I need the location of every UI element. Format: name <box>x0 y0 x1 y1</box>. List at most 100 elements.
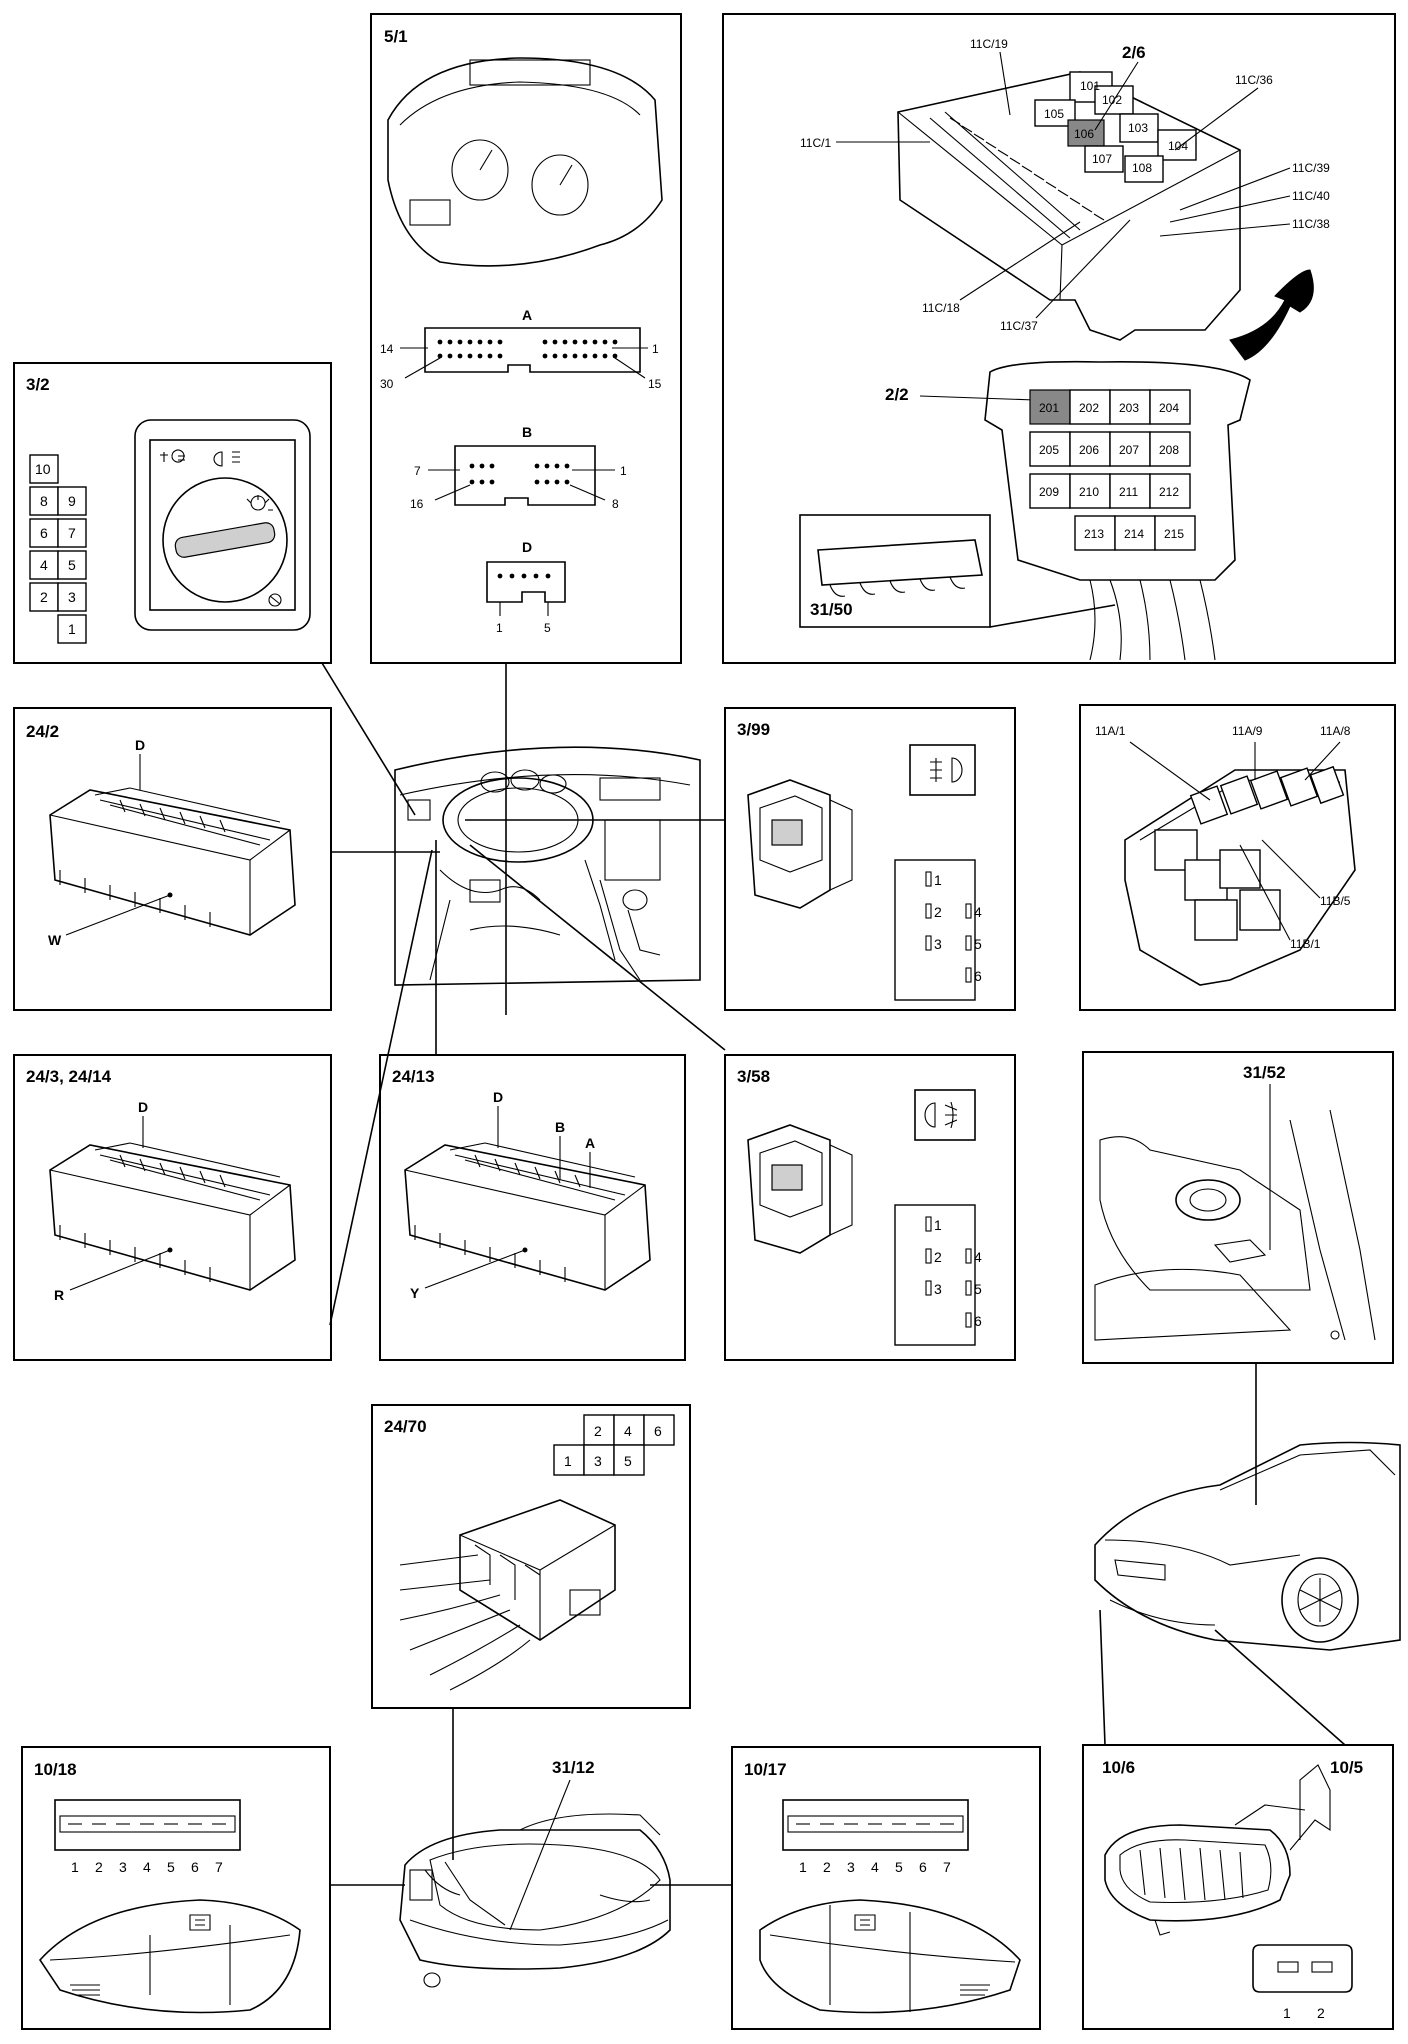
car-rear-illustration: 31/12 <box>399 1758 671 1988</box>
connector-pin-5: 5 <box>624 1453 632 1469</box>
label-b: B <box>555 1119 565 1135</box>
headlight-icon <box>213 451 240 467</box>
switch-3-58-pin-1: 1 <box>934 1217 942 1233</box>
relay-101: 101 <box>1080 79 1100 93</box>
fuse-205: 205 <box>1039 443 1059 457</box>
panel-2-6: 2/6 101 102 103 104 105 106 107 108 11C/… <box>722 13 1396 664</box>
connector-b-pin-16: 16 <box>410 497 424 511</box>
panel-2-6-id: 2/6 <box>1122 43 1146 62</box>
label-11c-1: 11C/1 <box>800 136 831 150</box>
switch-pin-2: 2 <box>40 589 48 605</box>
curved-arrow-icon <box>1229 269 1314 361</box>
label-11c-19: 11C/19 <box>970 37 1008 51</box>
connector-a-label: A <box>522 307 532 323</box>
panel-10-17-id: 10/17 <box>744 1760 787 1779</box>
relay-103: 103 <box>1128 121 1148 135</box>
label-d: D <box>135 737 145 753</box>
panel-24-2-id: 24/2 <box>26 722 59 741</box>
fuse-grid <box>1029 389 1196 551</box>
connector-a-pin-30: 30 <box>380 377 394 391</box>
panel-24-2: 24/2 D W <box>13 707 332 1011</box>
lamp-pin-3: 3 <box>847 1859 855 1875</box>
lamp-pin-5: 5 <box>167 1859 175 1875</box>
connector-b-pins <box>469 463 570 485</box>
label-d: D <box>138 1099 148 1115</box>
connector-a-pin-14: 14 <box>380 342 394 356</box>
panel-3-58: 3/58 1 2 4 3 5 6 <box>724 1054 1016 1361</box>
relay-slots <box>1034 71 1197 183</box>
fuse-row <box>949 117 1105 221</box>
panel-3-58-id: 3/58 <box>737 1067 770 1086</box>
connector-pin-4: 4 <box>624 1423 632 1439</box>
label-d: D <box>493 1089 503 1105</box>
switch-3-99-pin-4: 4 <box>974 904 982 920</box>
connector-pin-3: 3 <box>594 1453 602 1469</box>
switch-3-99-pin-6: 6 <box>974 968 982 984</box>
panel-5-1-id: 5/1 <box>384 27 408 46</box>
fog-lamp-pin-2: 2 <box>1317 2005 1325 2021</box>
label-11c-36: 11C/36 <box>1235 73 1273 87</box>
relay-105: 105 <box>1044 107 1064 121</box>
connector-d-pin-5: 5 <box>544 621 551 635</box>
lamp-pin-1: 1 <box>799 1859 807 1875</box>
label-11a-9: 11A/9 <box>1232 724 1263 738</box>
interior-light-icon <box>246 495 273 511</box>
connector-b-pin-1: 1 <box>620 464 627 478</box>
label-a: A <box>585 1135 595 1151</box>
connector-a-pin-1: 1 <box>652 342 659 356</box>
relay-106: 106 <box>1074 127 1094 141</box>
switch-pin-5: 5 <box>68 557 76 573</box>
fuse-213: 213 <box>1084 527 1104 541</box>
panel-10-6-id: 10/6 <box>1102 1758 1135 1777</box>
panel-24-70-id: 24/70 <box>384 1417 427 1436</box>
label-11c-38: 11C/38 <box>1292 217 1330 231</box>
panel-24-70: 24/70 2 4 6 1 3 5 <box>371 1404 691 1709</box>
panel-11a: 11A/1 11A/9 11A/8 11B/5 11B/1 <box>1079 704 1396 1011</box>
connector-b-label: B <box>522 424 532 440</box>
fuse-204: 204 <box>1159 401 1179 415</box>
panel-10-5-id: 10/5 <box>1330 1758 1363 1777</box>
switch-pin-4: 4 <box>40 557 48 573</box>
lamp-pin-7: 7 <box>215 1859 223 1875</box>
fuse-203: 203 <box>1119 401 1139 415</box>
panel-31-52: 31/52 <box>1082 1051 1394 1364</box>
panel-2-2: 2/2 201 202 203 204 205 206 207 208 209 <box>885 360 1251 661</box>
label-11a-8: 11A/8 <box>1320 724 1351 738</box>
dashboard-illustration <box>394 746 701 986</box>
lamp-pin-7: 7 <box>943 1859 951 1875</box>
switch-pin-6: 6 <box>40 525 48 541</box>
panel-31-12-id: 31/12 <box>552 1758 595 1777</box>
connector-b-pin-7: 7 <box>414 464 421 478</box>
fuse-207: 207 <box>1119 443 1139 457</box>
switch-3-99-pin-5: 5 <box>974 936 982 952</box>
fuse-209: 209 <box>1039 485 1059 499</box>
panel-5-1: 5/1 A 14 1 30 1 5 B 7 <box>370 13 682 664</box>
fuse-201: 201 <box>1039 401 1059 415</box>
label-w: W <box>48 932 62 948</box>
panel-3-2-id: 3/2 <box>26 375 50 394</box>
label-11a-1: 11A/1 <box>1095 724 1126 738</box>
lamp-pin-6: 6 <box>191 1859 199 1875</box>
switch-3-99-pin-3: 3 <box>934 936 942 952</box>
switch-3-99-pin-2: 2 <box>934 904 942 920</box>
switch-pin-7: 7 <box>68 525 76 541</box>
panel-31-52-id: 31/52 <box>1243 1063 1286 1082</box>
switch-3-58-pin-6: 6 <box>974 1313 982 1329</box>
panel-10-18-id: 10/18 <box>34 1760 77 1779</box>
fuse-206: 206 <box>1079 443 1099 457</box>
lamp-pin-1: 1 <box>71 1859 79 1875</box>
fog-lamp-pin-1: 1 <box>1283 2005 1291 2021</box>
connector-pin-2: 2 <box>594 1423 602 1439</box>
panel-3-2: 3/2 10 8 9 6 7 4 5 2 3 1 <box>13 362 332 664</box>
lamp-pin-6: 6 <box>919 1859 927 1875</box>
fuse-211: 211 <box>1119 485 1138 499</box>
panel-3-99-id: 3/99 <box>737 720 770 739</box>
lamp-pin-2: 2 <box>823 1859 831 1875</box>
parking-light-icon <box>160 449 185 463</box>
panel-24-3: 24/3, 24/14 D R <box>13 1054 332 1361</box>
car-front-illustration <box>1094 1441 1401 1651</box>
fuse-212: 212 <box>1159 485 1179 499</box>
label-y: Y <box>410 1285 420 1301</box>
label-11c-18: 11C/18 <box>922 301 960 315</box>
